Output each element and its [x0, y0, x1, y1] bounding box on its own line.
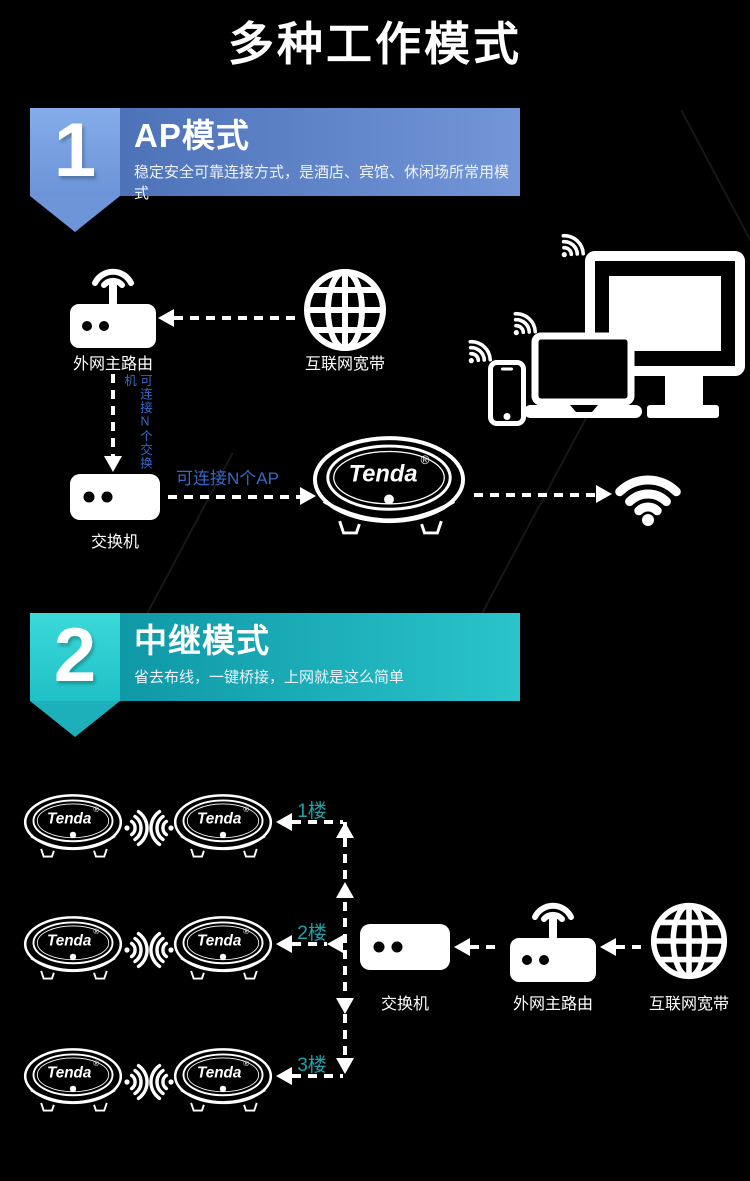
- internet-label: 互联网宽带: [648, 996, 729, 1013]
- ap-link-label: 可连接N个AP: [176, 469, 279, 488]
- dashed-link-internet-router: [174, 316, 298, 320]
- switch-label: 交换机: [90, 534, 139, 551]
- wireless-waves-icon: [122, 1063, 149, 1101]
- wireless-waves-icon: [149, 931, 176, 969]
- section2-number: 2: [53, 613, 97, 698]
- dashed-riser-line: [343, 822, 347, 1074]
- dashed-link-switch-ap: [168, 495, 300, 499]
- internet-globe-icon: [650, 902, 728, 980]
- floor2-label: 2楼: [297, 923, 327, 944]
- internet-label: 互联网宽带: [304, 356, 385, 373]
- switch-label: 交换机: [380, 996, 429, 1013]
- router-icon: [508, 896, 598, 984]
- wireless-waves-icon: [122, 931, 149, 969]
- section1-pennant: [30, 196, 120, 232]
- arrowhead-left: [454, 938, 470, 956]
- dashed-link-internet-router: [616, 945, 646, 949]
- wireless-waves-icon: [149, 809, 176, 847]
- tenda-ap-device: [312, 436, 466, 535]
- phone-icon: [488, 360, 526, 426]
- dashed-link-ap-wifi: [474, 493, 596, 497]
- laptop-icon: [523, 334, 643, 422]
- arrowhead-left: [276, 935, 292, 953]
- dashed-branch-floor3: [292, 1074, 343, 1078]
- internet-globe-icon: [303, 268, 387, 352]
- section2-pennant: [30, 701, 120, 737]
- wifi-icon: [607, 458, 689, 526]
- arrowhead-down: [336, 1058, 354, 1074]
- arrowhead-right: [300, 487, 316, 505]
- switch-icon: [70, 474, 160, 520]
- section2-number-tile: 2: [30, 613, 120, 701]
- floor1-label: 1楼: [297, 801, 327, 822]
- arrowhead-left: [276, 813, 292, 831]
- tenda-ap-device: [173, 794, 273, 858]
- router-label: 外网主路由: [72, 356, 153, 373]
- tenda-ap-device: [23, 794, 123, 858]
- arrowhead-up: [336, 882, 354, 898]
- switch-link-label: 可连接N个交换机: [122, 374, 152, 470]
- tenda-ap-device: [173, 916, 273, 980]
- tenda-ap-device: [173, 1048, 273, 1112]
- dashed-branch-floor2: [292, 942, 327, 946]
- router-label: 外网主路由: [512, 996, 593, 1013]
- bg-texture-line: [680, 109, 750, 261]
- section2-subtitle: 省去布线，一键桥接，上网就是这么简单: [134, 669, 405, 686]
- section2-banner: 中继模式 省去布线，一键桥接，上网就是这么简单: [120, 613, 520, 701]
- section1-subtitle: 稳定安全可靠连接方式，是酒店、宾馆、休闲场所常用模式: [134, 164, 510, 202]
- tenda-ap-device: [23, 1048, 123, 1112]
- dashed-link-router-switch: [470, 945, 502, 949]
- tenda-ap-device: [23, 916, 123, 980]
- dashed-branch-floor1: [292, 820, 343, 824]
- section1-banner: AP模式 稳定安全可靠连接方式，是酒店、宾馆、休闲场所常用模式: [120, 108, 520, 202]
- arrowhead-down: [104, 456, 122, 472]
- arrowhead-left: [327, 935, 343, 953]
- arrowhead-left: [276, 1067, 292, 1085]
- section1-number-tile: 1: [30, 108, 120, 196]
- section1-number: 1: [53, 108, 97, 193]
- arrowhead-right: [596, 485, 612, 503]
- arrowhead-left: [158, 309, 174, 327]
- wireless-waves-icon: [122, 809, 149, 847]
- switch-icon: [360, 924, 450, 970]
- router-icon: [68, 262, 158, 350]
- arrowhead-up: [336, 822, 354, 838]
- section2-title: 中继模式: [134, 622, 270, 659]
- wireless-waves-icon: [149, 1063, 176, 1101]
- dashed-link-router-switch: [111, 374, 115, 458]
- section1-title: AP模式: [134, 117, 250, 154]
- arrowhead-down: [336, 998, 354, 1014]
- floor3-label: 3楼: [297, 1055, 327, 1076]
- arrowhead-left: [600, 938, 616, 956]
- page-title: 多种工作模式: [228, 18, 522, 70]
